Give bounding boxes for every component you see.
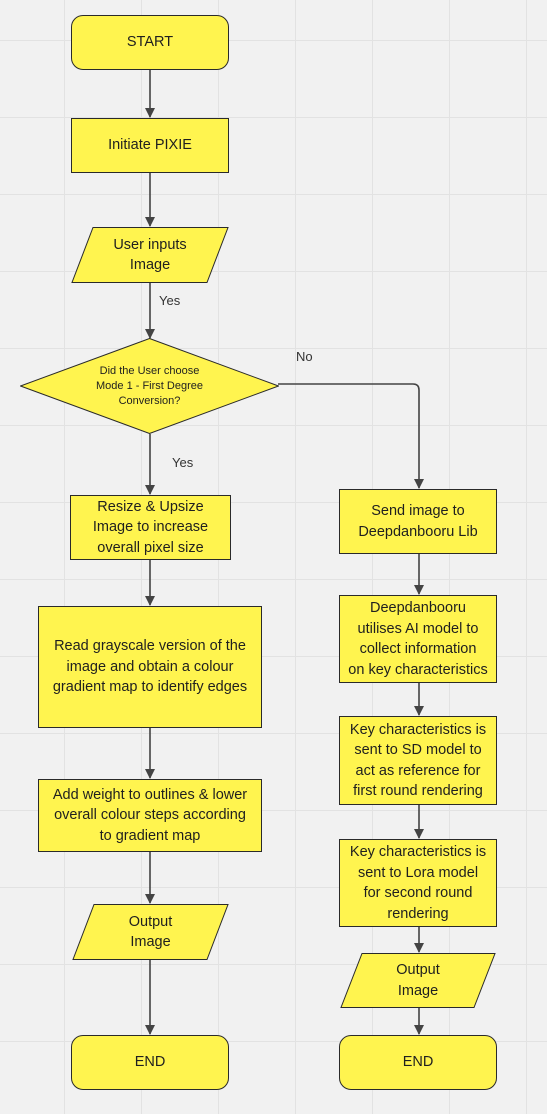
grayscale-label: Read grayscale version of the image and … [52,638,248,696]
edge-label-yes-top: Yes [159,293,181,308]
user-input-node: User inputs Image [71,227,229,283]
edge-label-no: No [296,349,313,364]
lora-process: Key characteristics is sent to Lora mode… [339,839,497,927]
end-left-terminator: END [71,1035,229,1090]
initiate-label: Initiate PIXIE [108,137,192,154]
sd-label: Key characteristics is sent to SD model … [349,721,487,800]
sd-process: Key characteristics is sent to SD model … [339,716,497,805]
utilise-process: Deepdanbooru utilises AI model to collec… [339,595,497,683]
user-input-label: User inputs Image [113,236,187,274]
output-right-label: Output Image [396,962,440,999]
output-left-node: Output Image [72,904,229,960]
weight-label: Add weight to outlines & lower overall c… [52,786,248,844]
weight-process: Add weight to outlines & lower overall c… [38,779,262,852]
end-right-terminator: END [339,1035,497,1090]
parallelogram-shape [71,227,229,283]
resize-process: Resize & Upsize Image to increase overal… [70,495,231,560]
end-left-label: END [134,1054,166,1071]
diamond-shape [20,338,279,434]
decision-label: Did the User choose Mode 1 - First Degre… [96,364,203,407]
start-label: START [126,34,174,51]
edge-decision-send [278,383,424,489]
parallelogram-shape [72,904,229,960]
start-terminator: START [71,15,229,70]
parallelogram-shape [340,953,496,1008]
send-label: Send image to Deepdanbooru Lib [358,503,478,540]
output-left-label: Output Image [128,913,173,951]
resize-label: Resize & Upsize Image to increase overal… [92,498,209,556]
grayscale-process: Read grayscale version of the image and … [38,606,262,728]
initiate-process: Initiate PIXIE [71,118,229,173]
mode-decision: Did the User choose Mode 1 - First Degre… [20,338,279,434]
utilise-label: Deepdanbooru utilises AI model to collec… [348,600,488,678]
send-process: Send image to Deepdanbooru Lib [339,489,497,554]
lora-label: Key characteristics is sent to Lora mode… [349,844,487,922]
output-right-node: Output Image [340,953,496,1008]
end-right-label: END [402,1054,434,1071]
edge-label-yes-mid: Yes [172,455,194,470]
